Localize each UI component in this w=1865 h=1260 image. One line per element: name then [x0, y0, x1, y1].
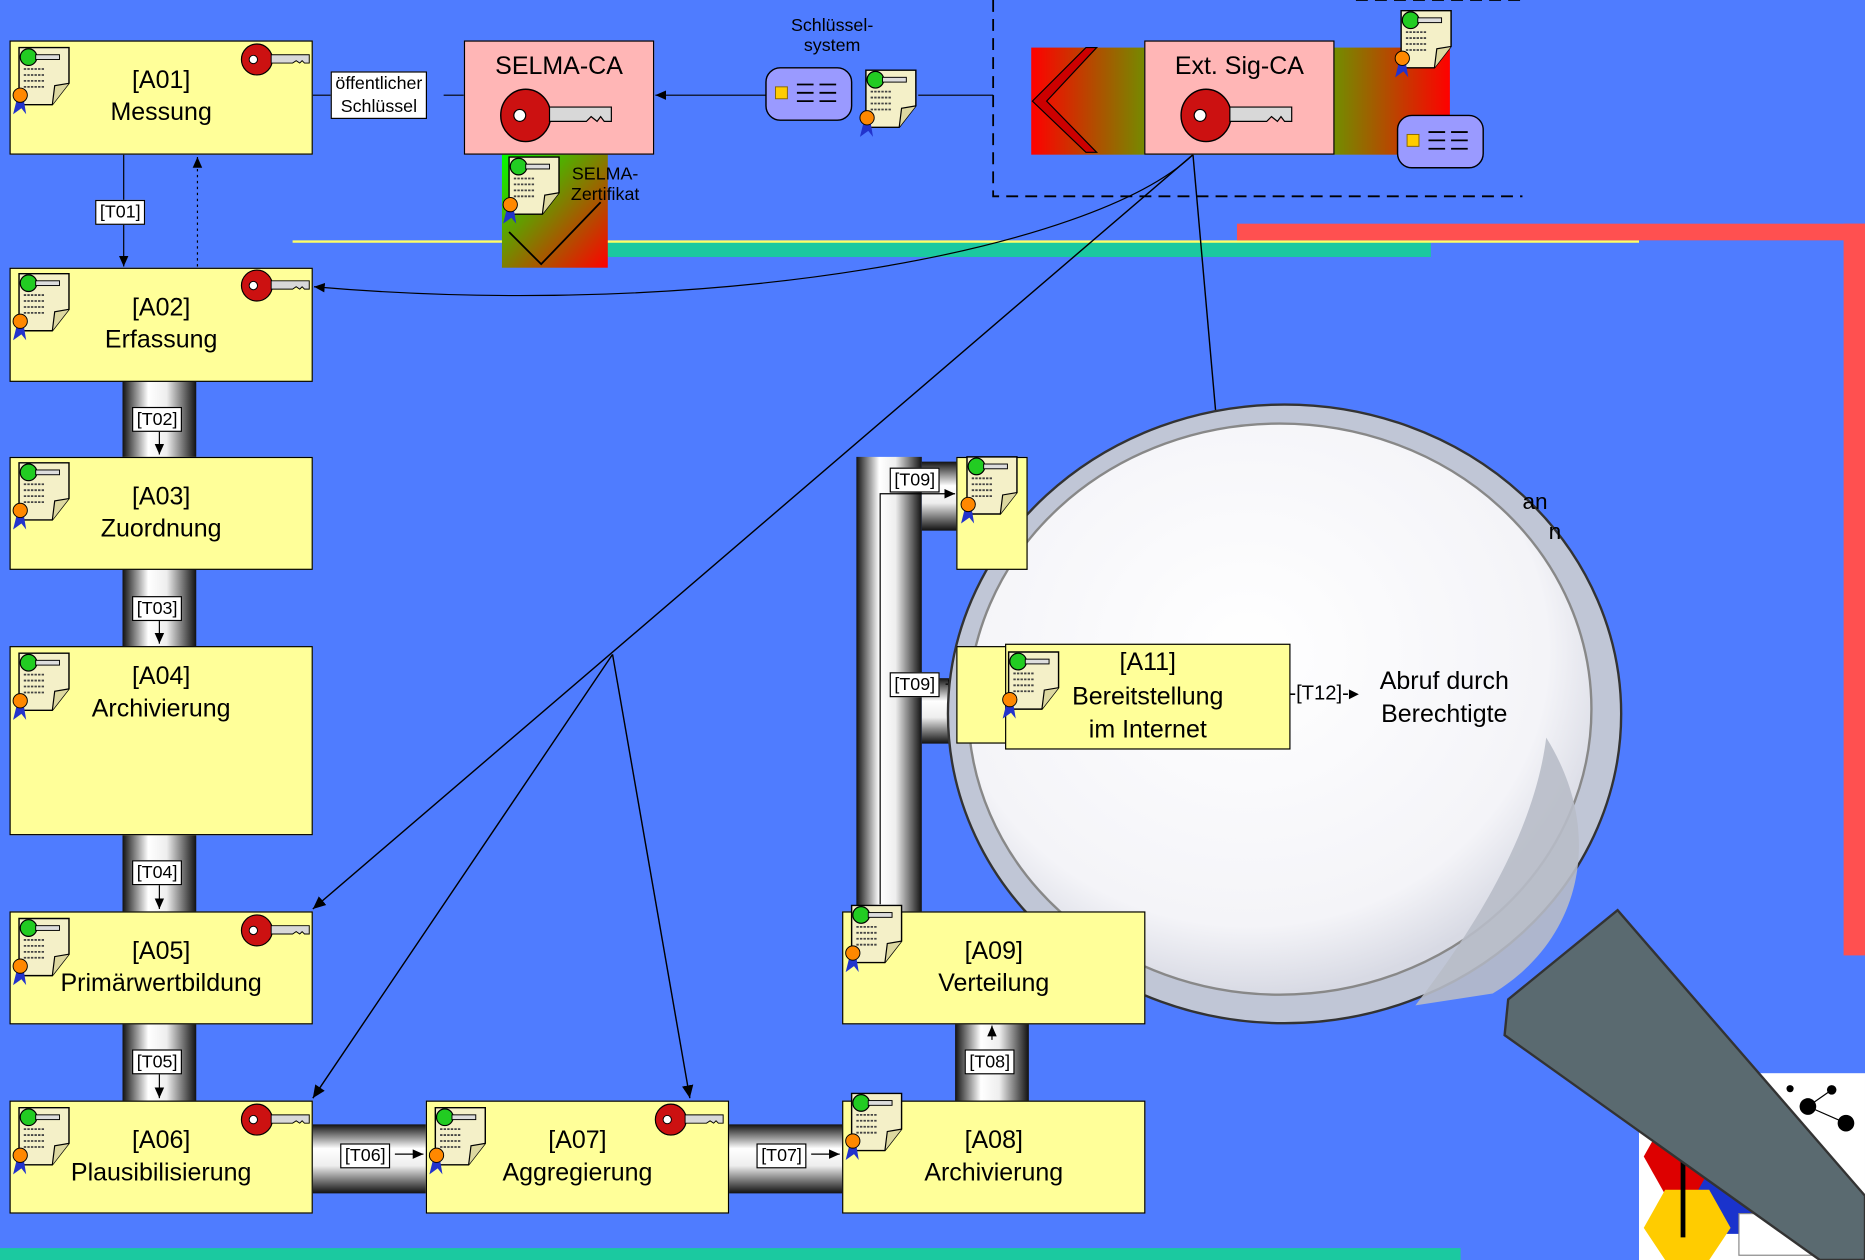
external-boundary: [992, 0, 1523, 198]
node-a02-name: Erfassung: [104, 326, 218, 354]
public-key-label: öffentlicher Schlüssel: [330, 71, 428, 119]
node-a11-name1: Bereitstellung: [1072, 682, 1224, 711]
selma-cert-label: SELMA- Zertifikat: [571, 164, 639, 204]
node-a01-id: [A01]: [131, 66, 191, 94]
node-a03-name: Zuordnung: [100, 515, 222, 543]
ext-ca-box[interactable]: Ext. Sig-CA: [1144, 40, 1335, 155]
check-mark: [508, 201, 602, 266]
abruf-line1: Abruf durch: [1379, 667, 1509, 695]
red-border-right: [1843, 223, 1865, 956]
node-a04[interactable]: [A04] Archivierung: [9, 646, 313, 836]
node-a07-id: [A07]: [548, 1126, 607, 1155]
selma-cert-line2: Zertifikat: [570, 184, 640, 205]
node-a02-id: [A02]: [131, 293, 191, 322]
node-a07-name: Aggregierung: [502, 1158, 653, 1187]
node-a11[interactable]: [A11] Bereitstellung im Internet: [1005, 643, 1291, 750]
transition-t05: [T05]: [132, 1049, 183, 1075]
node-a06-name: Plausibilisierung: [70, 1158, 252, 1187]
node-a04-id: [A04]: [131, 662, 191, 691]
node-a02[interactable]: [A02] Erfassung: [9, 267, 313, 382]
node-a01-name: Messung: [110, 98, 212, 127]
node-a06-id: [A06]: [131, 1126, 191, 1155]
arrow-ext-a02: [313, 154, 1194, 297]
transition-t12: -[T12]-▸: [1289, 681, 1360, 705]
node-a05-id: [A05]: [131, 937, 191, 965]
partial-line1: an: [1522, 490, 1548, 516]
node-a11-name2: im Internet: [1088, 716, 1207, 744]
node-a09-id: [A09]: [964, 937, 1023, 965]
node-a09[interactable]: [A09] Verteilung: [842, 911, 1146, 1025]
partial-label: an n: [1522, 488, 1561, 547]
path-t09-upper: [879, 489, 956, 905]
keysystem-line1: Schlüssel-: [790, 15, 874, 36]
transition-t02: [T02]: [132, 406, 183, 432]
transition-t08: [T08]: [964, 1049, 1015, 1075]
arrow-ext-a11: [1192, 154, 1217, 411]
node-a03-id: [A03]: [131, 483, 191, 511]
node-a11-id: [A11]: [1119, 648, 1177, 676]
selma-ca-label: SELMA-CA: [495, 52, 623, 80]
node-a08-id: [A08]: [964, 1126, 1023, 1155]
teal-bar-top: [606, 241, 1431, 257]
transition-t07: [T07]: [756, 1143, 807, 1169]
transition-t03: [T03]: [132, 596, 183, 622]
transition-t04: [T04]: [132, 860, 183, 886]
arrow-to-a06: [312, 653, 614, 1099]
transition-t09-lower: [T09]: [889, 672, 940, 698]
node-a07[interactable]: [A07] Aggregierung: [425, 1100, 730, 1214]
partial-line2: n: [1548, 519, 1562, 545]
transition-t06: [T06]: [340, 1143, 391, 1169]
node-a08-name: Archivierung: [924, 1158, 1064, 1187]
transition-t09-upper: [T09]: [889, 467, 940, 493]
selma-cert-line1: SELMA-: [571, 164, 639, 185]
node-a01[interactable]: [A01] Messung: [9, 40, 313, 155]
node-a08[interactable]: [A08] Archivierung: [842, 1100, 1146, 1214]
teal-bar-bottom: [0, 1248, 1461, 1260]
node-a05[interactable]: [A05] Primärwertbildung: [9, 911, 313, 1025]
arrow-ext-a05: [312, 154, 1194, 910]
node-a05-name: Primärwertbildung: [60, 969, 262, 998]
keysystem-line2: system: [803, 35, 861, 56]
node-a09-name: Verteilung: [938, 969, 1050, 998]
node-a03[interactable]: [A03] Zuordnung: [9, 456, 313, 570]
public-key-line2: Schlüssel: [340, 96, 418, 117]
abruf-label: Abruf durch Berechtigte: [1380, 665, 1509, 732]
node-a06[interactable]: [A06] Plausibilisierung: [9, 1100, 313, 1214]
keysystem-label: Schlüssel- system: [791, 15, 873, 55]
back-arrow-shape: [1031, 46, 1099, 153]
node-a04-name: Archivierung: [91, 694, 231, 723]
red-border-top: [1236, 223, 1865, 241]
selma-ca-box[interactable]: SELMA-CA: [463, 40, 655, 155]
public-key-line1: öffentlicher: [335, 73, 423, 94]
arrow-to-a07: [611, 654, 694, 1099]
node-t09-target-upper[interactable]: [956, 456, 1028, 570]
transition-t12-label: [T12]: [1296, 681, 1343, 705]
transition-t01: [T01]: [95, 199, 146, 225]
abruf-line2: Berechtigte: [1381, 700, 1508, 729]
ext-ca-label: Ext. Sig-CA: [1174, 52, 1304, 80]
